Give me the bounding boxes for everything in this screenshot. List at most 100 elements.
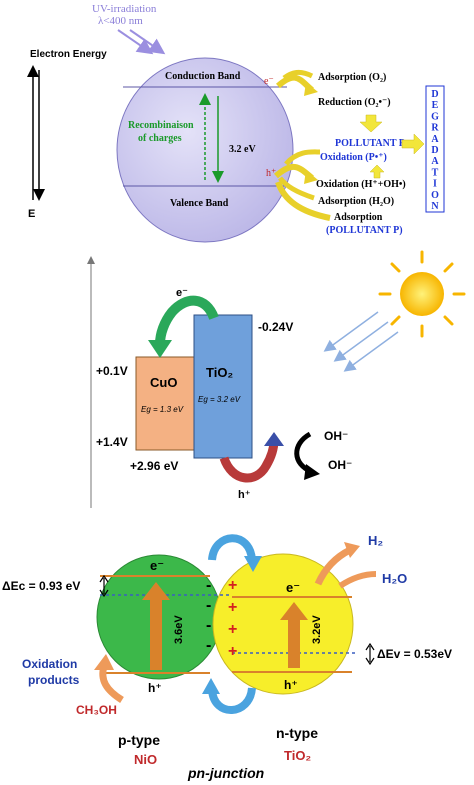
oxidation-products-label-2: products [28,673,80,687]
degradation-letter: I [433,179,437,190]
recombination-label-1: Recombinaison [128,120,194,131]
cuo-cb-potential: +0.1V [96,364,128,378]
recombination-label-2: of charges [138,133,182,144]
hole-arrowhead [264,432,284,446]
band-gap-label: 3.2 eV [229,144,256,155]
electron-transfer-arrow [155,295,219,345]
oh-minus-product: OH⁻ [328,458,352,472]
up-arrow-from-oxidation [369,164,385,179]
degradation-letter: D [431,89,438,100]
svg-text:+: + [228,621,237,638]
degradation-letter: A [431,134,439,145]
p-type-label: p-type [118,732,160,748]
adsorption-pollutant-label-2: (POLLUTANT P) [326,225,403,236]
adsorption-pollutant-arrow [275,180,331,221]
panel-photocatalysis-mechanism: UV-irradiation λ<400 nm Electron Energy … [27,3,445,243]
delta-ev-marker [365,642,375,666]
svg-text:-: - [206,637,211,654]
conduction-band-label: Conduction Band [165,71,241,82]
degradation-box [425,85,445,213]
oh-reaction-arrow [294,431,314,475]
n-type-label: n-type [276,725,318,741]
cuo-gap-label: Eg = 1.3 eV [141,405,184,414]
electron-energy-label: Electron Energy [30,49,107,60]
down-arrow-to-pollutant [359,114,383,133]
panel-cuo-tio2-heterojunction: CuO TiO₂ Eg = 1.3 eV Eg = 3.2 eV e⁻ h⁺ -… [87,250,466,508]
hole-flow-arrow [208,687,256,714]
hole-flow-arrowhead [202,678,220,694]
cuo-band-box [135,356,195,451]
degradation-letter: O [431,190,439,201]
light-ray-1 [323,311,379,352]
reduction-label: Reduction (O₂•⁻) [318,97,391,108]
adsorption-h2o-label: Adsorption (H₂O) [318,196,394,207]
tio2-electron-label: e⁻ [286,580,300,595]
electron-label: e⁻ [264,76,274,87]
adsorption-h2o-arrow [278,176,315,201]
uv-wavelength: λ<400 nm [98,15,143,27]
svg-text:-: - [206,597,211,614]
nio-gap-label: 3.6eV [173,615,185,644]
hole-label: h⁺ [266,168,276,179]
reduction-arrowhead [304,82,318,96]
svg-text:+: + [228,643,237,660]
h2-product-arrow [314,546,352,586]
light-ray-2 [333,321,389,362]
electron-flow-arrowhead [244,556,262,572]
oxidation-arrowhead [304,170,318,184]
oxidation-products-label-1: Oxidation [22,657,77,671]
tio2-hole-label: h⁺ [284,678,298,692]
h2-label: H₂ [368,533,383,548]
tio2-gap-label: Eg = 3.2 eV [198,395,241,404]
tio2-vb-potential: +2.96 eV [130,459,178,473]
h2o-reactant-arrow [338,571,377,589]
oh-arrowhead [304,464,320,480]
pollutant-p-label: POLLUTANT P [335,138,405,149]
svg-text:-: - [206,577,211,594]
degradation-letter: T [432,167,439,178]
cuo-vb-potential: +1.4V [96,435,128,449]
valence-band-label: Valence Band [170,198,229,209]
tio2-label-p3: TiO₂ [284,748,311,763]
svg-text:+: + [228,599,237,616]
electron-arrowhead [148,340,172,358]
oh-minus-reactant: OH⁻ [324,429,348,443]
adsorption-o2-arrow [282,69,314,81]
electron-flow-arrow [208,534,256,561]
delta-ec-label: ΔEc = 0.93 eV [2,579,80,593]
oxidation-oh-label: Oxidation (H⁺+OH•) [316,179,406,190]
tio2-particle [212,553,354,695]
uv-ray-2 [129,29,166,55]
adsorption-pollutant-label-1: Adsorption [334,212,383,223]
delta-ec-marker [99,574,109,598]
sun-icon [378,250,466,338]
hole-transfer-arrow [219,439,279,483]
adsorption-o2-label: Adsorption (O₂) [318,72,386,83]
degradation-letter: N [431,201,439,212]
pn-junction-label: pn-junction [187,765,264,781]
uv-ray-1 [117,29,154,55]
ch3oh-oxidation-arrow [99,665,124,703]
tio2-label: TiO₂ [206,365,233,380]
h2-arrowhead [344,542,360,558]
degradation-letter: E [432,100,439,111]
h2o-label: H₂O [382,571,407,586]
degradation-letter: D [431,145,438,156]
ch3oh-label: CH₃OH [76,703,117,717]
energy-axis-label: E [28,208,35,220]
svg-text:+: + [228,577,237,594]
nio-hole-label: h⁺ [148,681,162,695]
light-ray-3 [343,331,399,372]
uv-label: UV-irradiation [92,3,157,15]
depletion-charges: - - - - + + + + [206,577,237,660]
delta-ev-label: ΔEv = 0.53eV [377,647,452,661]
degradation-letter: G [431,111,439,122]
electron-label-p2: e⁻ [176,287,188,299]
panel-nio-tio2-pn-junction: 3.6eV 3.2eV e⁻ h⁺ e⁻ h⁺ - - - - + + + + … [2,533,452,781]
oxidation-p-label: Oxidation (P•⁺) [320,152,387,163]
nio-electron-label: e⁻ [150,558,164,573]
svg-text:-: - [206,617,211,634]
right-arrow-to-degradation [401,133,425,155]
